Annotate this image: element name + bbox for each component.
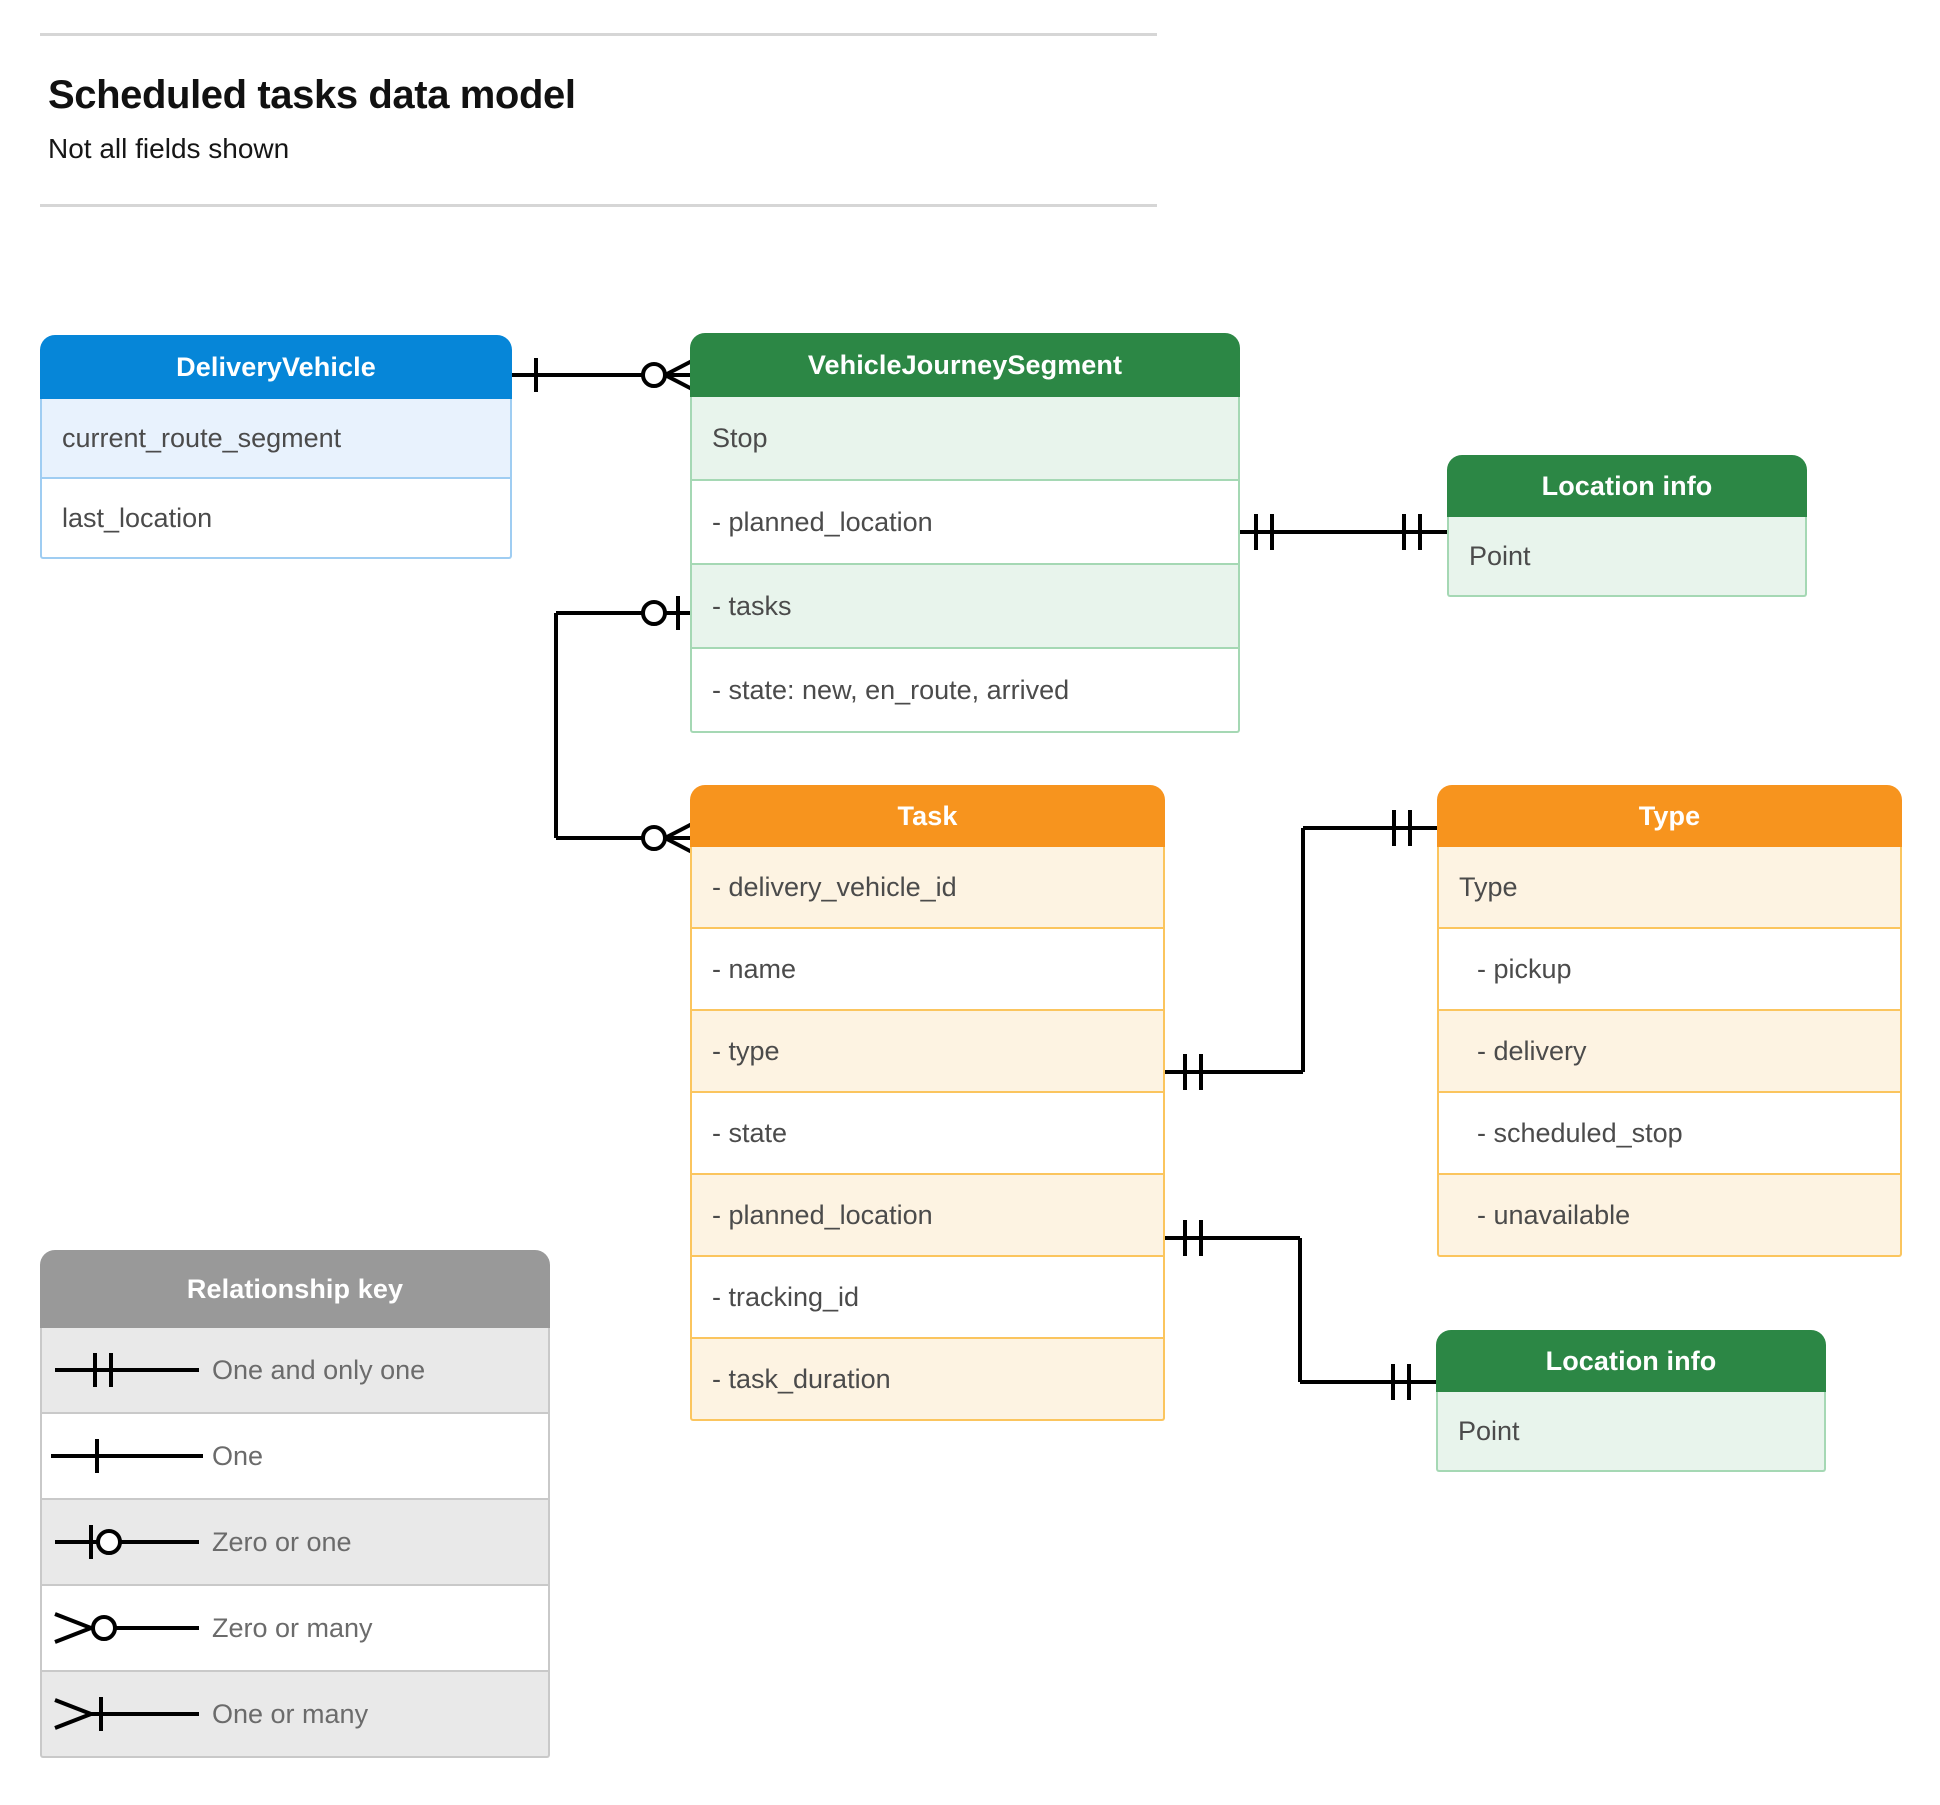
field-row: - state: new, en_route, arrived — [690, 649, 1240, 733]
zero-or-one-icon — [42, 1520, 212, 1564]
entity-title-vehicle-journey-segment: VehicleJourneySegment — [690, 333, 1240, 397]
field-row: - tracking_id — [690, 1257, 1165, 1339]
entity-delivery-vehicle[interactable]: DeliveryVehicle current_route_segment la… — [40, 335, 512, 559]
field-row: - planned_location — [690, 1175, 1165, 1257]
one-icon — [42, 1434, 212, 1478]
field-row: - tasks — [690, 565, 1240, 649]
entity-location-info-upper[interactable]: Location info Point — [1447, 455, 1807, 597]
field-row: - scheduled_stop — [1437, 1093, 1902, 1175]
entity-title-delivery-vehicle: DeliveryVehicle — [40, 335, 512, 399]
field-row: Type — [1437, 847, 1902, 929]
entity-task[interactable]: Task - delivery_vehicle_id - name - type… — [690, 785, 1165, 1421]
legend-item-label: One — [212, 1440, 264, 1471]
field-row: Stop — [690, 397, 1240, 481]
zero-or-many-icon — [42, 1606, 212, 1650]
entity-vehicle-journey-segment[interactable]: VehicleJourneySegment Stop - planned_loc… — [690, 333, 1240, 733]
field-row: - name — [690, 929, 1165, 1011]
header-divider-bottom — [40, 204, 1157, 207]
entity-title-task: Task — [690, 785, 1165, 847]
field-row: - pickup — [1437, 929, 1902, 1011]
entity-title-location-info-lower: Location info — [1436, 1330, 1826, 1392]
legend-item-zero-or-many: Zero or many — [40, 1586, 550, 1672]
legend-item-one: One — [40, 1414, 550, 1500]
one-or-many-icon — [42, 1692, 212, 1736]
field-row: last_location — [40, 479, 512, 559]
header-divider-top — [40, 33, 1157, 36]
field-row: Point — [1447, 517, 1807, 597]
field-row: Point — [1436, 1392, 1826, 1472]
field-row: - task_duration — [690, 1339, 1165, 1421]
entity-title-location-info-upper: Location info — [1447, 455, 1807, 517]
page-subtitle: Not all fields shown — [48, 133, 290, 164]
field-row: - state — [690, 1093, 1165, 1175]
legend-item-label: One or many — [212, 1698, 369, 1729]
entity-location-info-lower[interactable]: Location info Point — [1436, 1330, 1826, 1472]
field-row: - delivery_vehicle_id — [690, 847, 1165, 929]
legend-item-label: One and only one — [212, 1354, 426, 1385]
one-and-only-one-icon — [42, 1348, 212, 1392]
relationship-key-legend[interactable]: Relationship key One and only one — [40, 1250, 550, 1758]
legend-item-one-or-many: One or many — [40, 1672, 550, 1758]
page-title: Scheduled tasks data model — [48, 73, 576, 117]
field-row: - unavailable — [1437, 1175, 1902, 1257]
entity-type[interactable]: Type Type - pickup - delivery - schedule… — [1437, 785, 1902, 1257]
entity-title-type: Type — [1437, 785, 1902, 847]
legend-item-one-and-only-one: One and only one — [40, 1328, 550, 1414]
legend-title: Relationship key — [40, 1250, 550, 1328]
field-row: - type — [690, 1011, 1165, 1093]
field-row: - planned_location — [690, 481, 1240, 565]
legend-item-zero-or-one: Zero or one — [40, 1500, 550, 1586]
field-row: - delivery — [1437, 1011, 1902, 1093]
field-row: current_route_segment — [40, 399, 512, 479]
legend-item-label: Zero or one — [212, 1526, 352, 1557]
legend-item-label: Zero or many — [212, 1612, 373, 1643]
